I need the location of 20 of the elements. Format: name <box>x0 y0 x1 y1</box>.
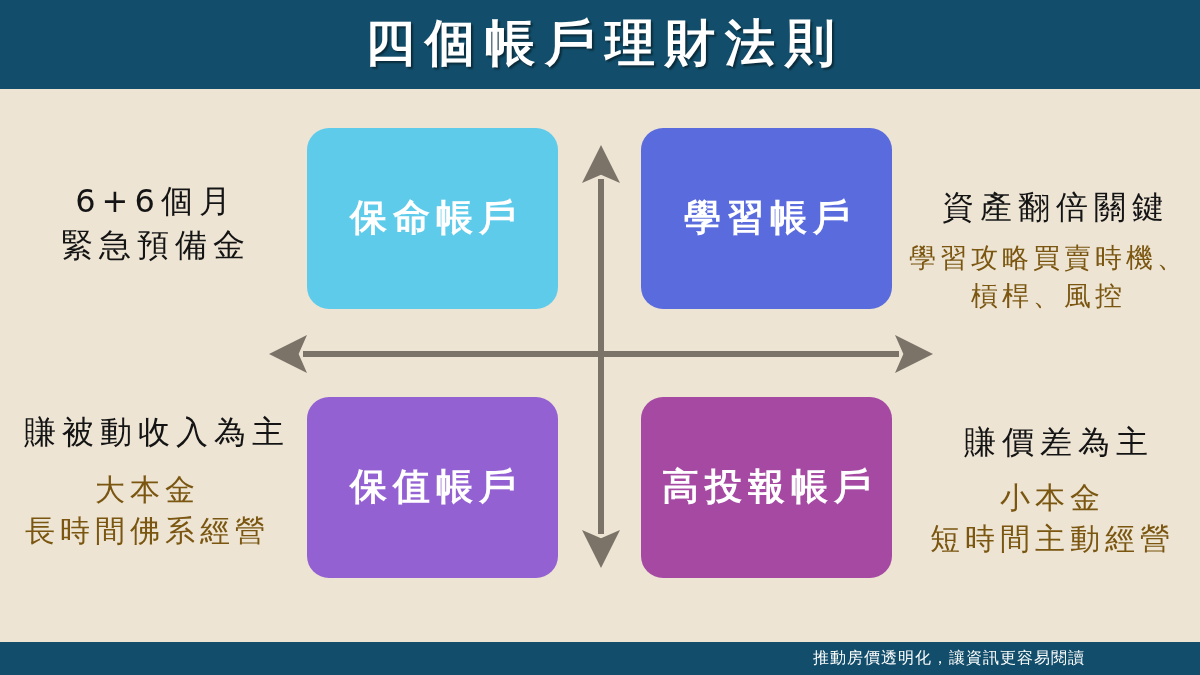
side-heading: 6+6個月 <box>74 181 237 223</box>
side-note: 學習攻略買賣時機、槓桿、風控 <box>907 241 1189 313</box>
side-heading: 賺價差為主 <box>963 422 1154 464</box>
quadrant-title: 保命帳戶 <box>348 196 522 241</box>
side-heading: 賺被動收入為主 <box>23 412 290 454</box>
page-title: 四個帳戶理財法則 <box>364 15 845 73</box>
side-note: 長時間佛系經營 <box>24 511 270 550</box>
quadrant-title: 高投報帳戶 <box>661 465 877 510</box>
quadrant-box <box>307 397 558 578</box>
quadrant-box <box>641 128 892 309</box>
quadrant-title: 保值帳戶 <box>348 465 522 510</box>
side-note: 大本金 <box>94 470 200 509</box>
quadrant-box <box>307 128 558 309</box>
quadrant-box <box>641 397 892 578</box>
footer-tagline: 推動房價透明化，讓資訊更容易閱讀 <box>813 648 1085 668</box>
side-note: 短時間主動經營 <box>929 519 1175 558</box>
side-heading: 資產翻倍關鍵 <box>941 187 1170 229</box>
side-note: 小本金 <box>999 478 1105 517</box>
side-heading: 緊急預備金 <box>60 225 251 267</box>
quadrant-title: 學習帳戶 <box>682 196 856 241</box>
